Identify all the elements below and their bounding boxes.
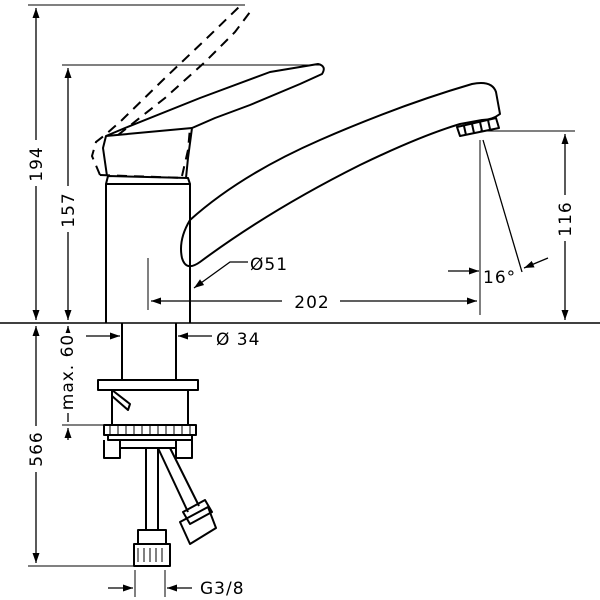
faucet-body xyxy=(102,63,325,323)
dim-total-height: 194 xyxy=(27,146,47,181)
spout xyxy=(180,82,501,268)
dim-max-counter-thickness: max. 60 xyxy=(58,334,78,410)
thread-detail xyxy=(109,426,191,562)
dim-spout-reach: 202 xyxy=(294,293,329,313)
mounting-assembly xyxy=(97,323,217,567)
dim-spout-clearance: 116 xyxy=(556,201,576,236)
dim-hose-length: 566 xyxy=(27,431,47,466)
dim-connection-thread: G3/8 xyxy=(200,579,245,599)
dim-base-diameter: Ø 34 xyxy=(216,330,260,350)
extension-lines xyxy=(28,4,575,597)
dim-spout-diameter: Ø51 xyxy=(250,255,288,275)
handle-raised-position-outline xyxy=(90,5,251,179)
dim-handle-height: 157 xyxy=(59,192,79,227)
dim-spout-angle: 16° xyxy=(483,268,516,288)
